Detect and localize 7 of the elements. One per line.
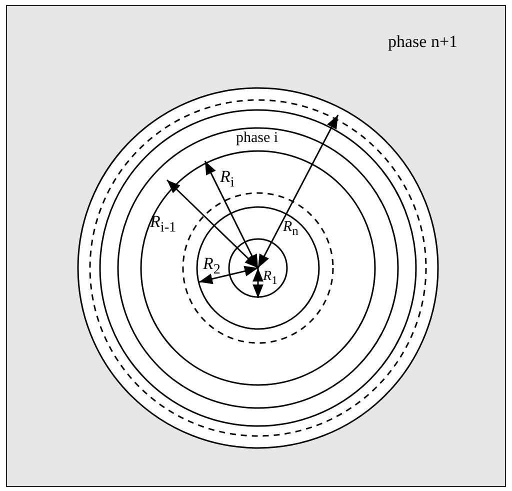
radius-label: R$_{1}$ [263, 270, 278, 286]
radius-label: R$_{n}$ [283, 220, 298, 238]
phase-label: phase i [236, 131, 278, 146]
radius-label: R$_{i}$ [220, 168, 234, 190]
phase-label: phase n+1 [388, 33, 458, 50]
radius-label: R$_{2}$ [203, 255, 220, 277]
radius-label: R$_{i-1}$ [150, 213, 176, 235]
